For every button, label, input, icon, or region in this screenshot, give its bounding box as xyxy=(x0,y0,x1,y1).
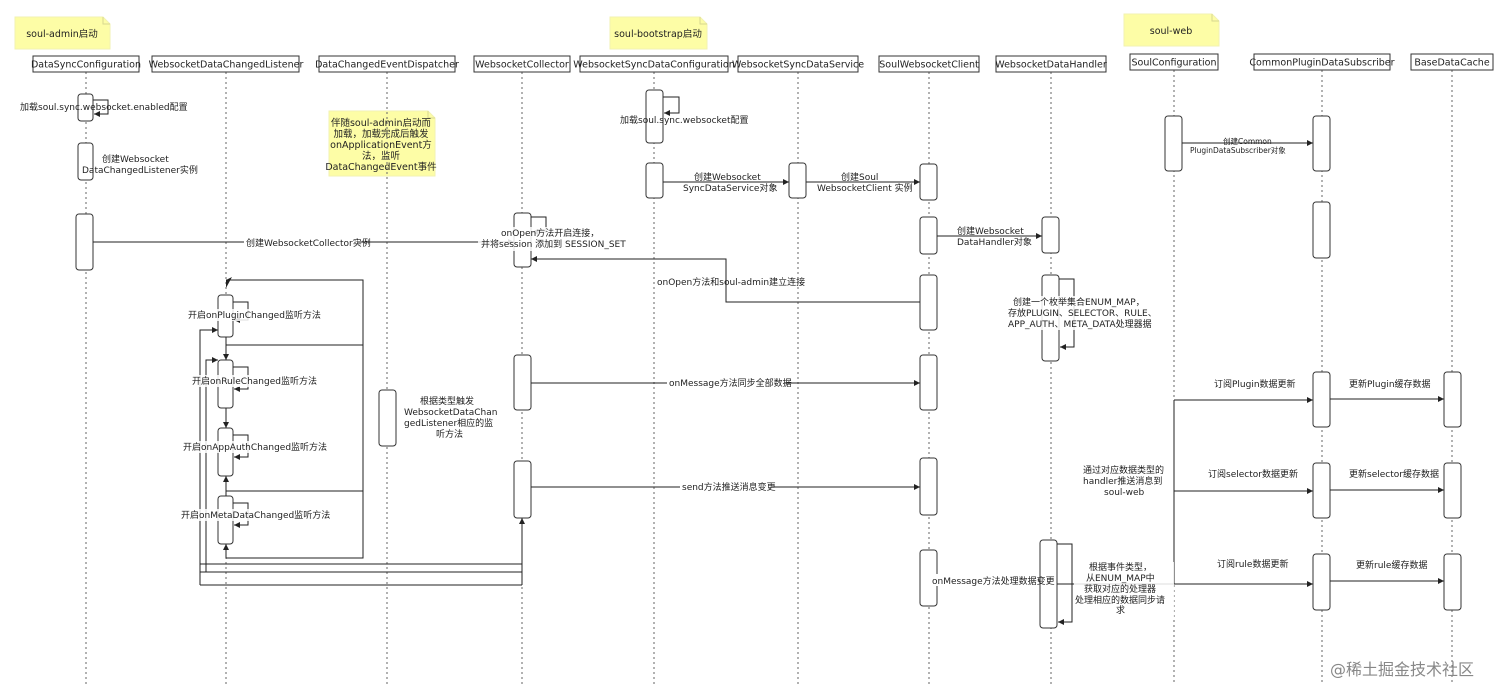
participant-data-changed-event-dispatcher: DataChangedEventDispatcher xyxy=(315,55,459,73)
label-enum-map-2: 存放PLUGIN、SELECTOR、RULE、 xyxy=(1008,307,1157,319)
label-dispatch-3: gedListener相应的监 xyxy=(404,417,493,429)
participant-label: WebsocketCollector xyxy=(475,60,569,71)
label-send-push: send方法推送消息变更 xyxy=(682,481,776,493)
label-create-subscriber-2: PluginDataSubscriber对象 xyxy=(1190,145,1286,155)
label-event-type-3: 获取对应的处理器 xyxy=(1084,583,1156,595)
label-on-rule-changed: 开启onRuleChanged监听方法 xyxy=(192,375,317,387)
participant-websocket-sync-data-service: WebsocketSyncDataService xyxy=(732,55,864,73)
participant-label: DataChangedEventDispatcher xyxy=(315,60,459,71)
label-create-client-1: 创建Soul xyxy=(841,171,878,183)
participant-label: WebsocketSyncDataConfiguration xyxy=(573,60,734,71)
participant-label: WebsocketDataChangedListener xyxy=(149,60,304,71)
note-soul-web: soul-web xyxy=(1123,13,1220,47)
label-push-to-web-2: handler推送消息到 xyxy=(1083,475,1162,487)
participant-label: BaseDataCache xyxy=(1414,58,1490,69)
label-load-websocket-config: 加载soul.sync.websocket配置 xyxy=(620,114,749,126)
label-create-listener-1: 创建Websocket xyxy=(102,153,169,165)
note-soul-web-text: soul-web xyxy=(1150,26,1193,37)
label-event-type-4: 处理相应的数据同步请 xyxy=(1075,594,1165,606)
label-onopen-session-2: 并将session 添加到 SESSION_SET xyxy=(481,238,626,250)
note-soul-bootstrap: soul-bootstrap启动 xyxy=(609,16,708,50)
label-enum-map-1: 创建一个枚举集合ENUM_MAP， xyxy=(1013,296,1145,308)
participant-websocket-collector: WebsocketCollector xyxy=(473,55,571,73)
participant-soul-configuration: SoulConfiguration xyxy=(1129,53,1219,71)
note-soul-admin: soul-admin启动 xyxy=(14,16,111,50)
label-update-plugin-cache: 更新Plugin缓存数据 xyxy=(1349,378,1431,390)
label-event-type-2: 从ENUM_MAP中 xyxy=(1086,572,1155,584)
label-create-listener-2: DataChangedListener实例 xyxy=(82,164,198,176)
activation-bars xyxy=(75,89,1462,629)
label-create-sync-service-1: 创建Websocket xyxy=(694,171,761,183)
label-subscribe-selector: 订阅selector数据更新 xyxy=(1208,468,1298,480)
participant-label: CommonPluginDataSubscriber xyxy=(1249,58,1394,69)
participant-common-plugin-data-subscriber: CommonPluginDataSubscriber xyxy=(1249,53,1395,71)
label-onmessage-handle: onMessage方法处理数据变更 xyxy=(932,575,1055,587)
participant-label: DataSyncConfiguration xyxy=(31,60,141,71)
participant-websocket-data-changed-listener: WebsocketDataChangedListener xyxy=(149,55,304,73)
label-subscribe-rule: 订阅rule数据更新 xyxy=(1217,558,1288,570)
participant-data-sync-configuration: DataSyncConfiguration xyxy=(31,55,141,73)
note-dispatcher-line-1: 伴随soul-admin启动而 xyxy=(331,117,432,129)
participant-soul-websocket-client: SoulWebsocketClient xyxy=(878,55,980,73)
watermark: @稀土掘金技术社区 xyxy=(1330,660,1474,679)
note-soul-admin-text: soul-admin启动 xyxy=(26,28,98,40)
label-push-to-web-1: 通过对应数据类型的 xyxy=(1083,464,1164,476)
participant-base-data-cache: BaseDataCache xyxy=(1410,53,1494,71)
label-push-to-web-3: soul-web xyxy=(1104,488,1145,498)
label-dispatch-2: WebsocketDataChan xyxy=(404,408,497,418)
participant-websocket-data-handler: WebsocketDataHandler xyxy=(995,55,1107,73)
label-create-collector: 创建WebsocketCollector实例 xyxy=(246,237,371,249)
label-event-type-5: 求 xyxy=(1116,604,1125,616)
label-on-plugin-changed: 开启onPluginChanged监听方法 xyxy=(188,309,321,321)
label-create-sync-service-2: SyncDataService对象 xyxy=(683,182,777,194)
label-update-selector-cache: 更新selector缓存数据 xyxy=(1349,468,1439,480)
label-on-metadata-changed: 开启onMetaDataChanged监听方法 xyxy=(181,509,330,521)
note-dispatcher: 伴随soul-admin启动而 加载，加载完成后触发 onApplication… xyxy=(325,110,437,177)
participant-label: SoulConfiguration xyxy=(1132,58,1217,69)
label-create-subscriber-1: 创建Common xyxy=(1223,136,1272,146)
label-create-handler-2: DataHandler对象 xyxy=(957,236,1032,248)
participant-websocket-sync-data-configuration: WebsocketSyncDataConfiguration xyxy=(573,55,735,73)
label-event-type-1: 根据事件类型， xyxy=(1089,561,1152,573)
label-dispatch-4: 听方法 xyxy=(436,428,463,440)
participant-label: WebsocketDataHandler xyxy=(995,60,1107,71)
note-dispatcher-line-2: 加载，加载完成后触发 xyxy=(333,128,429,140)
note-dispatcher-line-4: 法，监听 xyxy=(362,150,401,162)
note-dispatcher-line-3: onApplicationEvent方 xyxy=(330,139,432,151)
label-onmessage-sync-all: onMessage方法同步全部数据 xyxy=(669,377,792,389)
label-load-enabled-config: 加载soul.sync.websocket.enabled配置 xyxy=(20,101,188,113)
label-create-client-2: WebsocketClient 实例 xyxy=(817,182,913,194)
label-onopen-connect: onOpen方法和soul-admin建立连接 xyxy=(657,276,805,288)
label-onopen-session-1: onOpen方法开启连接， xyxy=(501,227,599,239)
note-soul-bootstrap-text: soul-bootstrap启动 xyxy=(614,28,702,40)
label-subscribe-plugin: 订阅Plugin数据更新 xyxy=(1214,378,1296,390)
participant-label: SoulWebsocketClient xyxy=(879,60,979,71)
label-dispatch-1: 根据类型触发 xyxy=(420,395,474,407)
label-on-appauth-changed: 开启onAppAuthChanged监听方法 xyxy=(183,441,327,453)
label-enum-map-3: APP_AUTH、META_DATA处理器据 xyxy=(1008,318,1152,330)
message-labels: 加载soul.sync.websocket.enabled配置 创建Websoc… xyxy=(20,101,1439,618)
participant-label: WebsocketSyncDataService xyxy=(732,60,864,71)
label-update-rule-cache: 更新rule缓存数据 xyxy=(1356,559,1427,571)
label-create-handler-1: 创建Websocket xyxy=(957,225,1024,237)
note-dispatcher-line-5: DataChangedEvent事件 xyxy=(325,161,437,173)
